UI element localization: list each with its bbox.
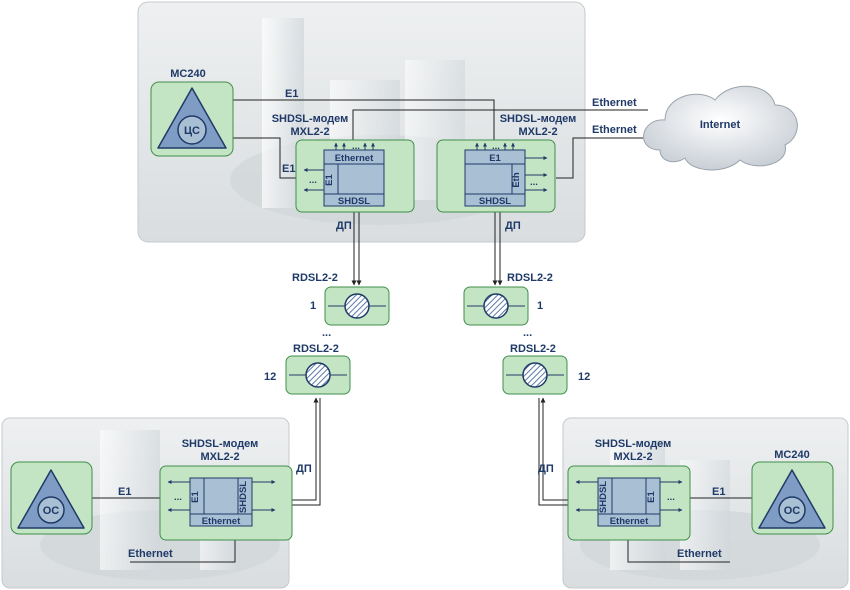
rdsl-label: RDSL2-2: [507, 272, 553, 284]
mc240-central-station: MC240 ЦС: [150, 68, 234, 157]
e1-line-label: E1: [712, 486, 725, 498]
rdsl-label: RDSL2-2: [293, 343, 339, 355]
shdsl-modem-remote-right: SHDSL-модем MXL2-2 Ethernet SHDSL E1 ...: [567, 438, 691, 541]
shdsl-port-label: SHDSL: [598, 481, 609, 513]
modem-label-line1: SHDSL-модем: [182, 438, 259, 450]
dots-label: ...: [523, 327, 532, 339]
modem-label-line1: SHDSL-модем: [595, 438, 672, 450]
e1-port-label: E1: [190, 490, 201, 502]
ethernet-port-label: Ethernet: [202, 516, 241, 527]
e1-line-label: E1: [282, 163, 295, 175]
regenerator-left-1: RDSL2-2 1: [292, 272, 390, 326]
modem-label-line1: SHDSL-модем: [272, 113, 349, 125]
regenerator-right-12: RDSL2-2 12: [502, 343, 590, 395]
dots-label: ...: [352, 141, 360, 152]
dp-label: ДП: [296, 463, 312, 475]
e1-line-label: E1: [285, 88, 298, 100]
dp-label: ДП: [336, 220, 352, 232]
shdsl-modem-central-right: SHDSL-модем MXL2-2 E1 SHDSL Eth ... ...: [436, 113, 577, 213]
regenerator-right-1: RDSL2-2 1: [463, 272, 553, 326]
rdsl-label: RDSL2-2: [510, 343, 556, 355]
modem-label-line2: MXL2-2: [200, 451, 239, 463]
internet-label: Internet: [700, 119, 741, 131]
regen-number: 1: [537, 300, 543, 312]
dots-label: ...: [667, 492, 675, 503]
dots-label: ...: [309, 175, 317, 186]
ethernet-line-label: Ethernet: [592, 124, 637, 136]
e1-line-label: E1: [118, 486, 131, 498]
modem-label-line2: MXL2-2: [290, 126, 329, 138]
e1-port-label: E1: [324, 173, 335, 185]
internet-cloud: Internet: [643, 85, 798, 171]
dots-label: ...: [530, 177, 538, 188]
mc240-remote-left: MC240 ОС: [10, 461, 93, 535]
cs-label: ЦС: [184, 125, 200, 137]
rdsl-label: RDSL2-2: [292, 272, 338, 284]
shdsl-modem-remote-left: SHDSL-модем MXL2-2 Ethernet E1 SHDSL ...: [159, 438, 293, 541]
dots-label: ...: [492, 141, 500, 152]
ethernet-line-label: Ethernet: [677, 548, 722, 560]
dots-label: ...: [322, 327, 331, 339]
connection-lines: [92, 99, 752, 563]
e1-port-label: E1: [646, 490, 657, 502]
dp-label: ДП: [538, 463, 554, 475]
regenerator-left-12: RDSL2-2 12: [264, 343, 351, 395]
mc240-label: MC240: [170, 68, 205, 80]
shdsl-port-label: SHDSL: [338, 196, 370, 207]
mc240-remote-right: MC240 ОС: [751, 449, 834, 535]
modem-label-line2: MXL2-2: [518, 126, 557, 138]
modem-label-line2: MXL2-2: [613, 451, 652, 463]
ethernet-port-label: Ethernet: [335, 153, 374, 164]
dp-label: ДП: [505, 220, 521, 232]
e1-port-label: E1: [489, 153, 501, 164]
shdsl-port-label: SHDSL: [238, 481, 249, 513]
regen-number: 12: [264, 371, 276, 383]
shdsl-port-label: SHDSL: [479, 196, 511, 207]
os-label: ОС: [43, 505, 60, 517]
ethernet-line-label: Ethernet: [592, 97, 637, 109]
os-label: ОС: [784, 505, 801, 517]
ethernet-line-label: Ethernet: [128, 548, 173, 560]
mc240-label: MC240: [774, 449, 809, 461]
ethernet-port-label: Ethernet: [610, 516, 649, 527]
regen-number: 12: [578, 371, 590, 383]
shdsl-modem-central-left: SHDSL-модем MXL2-2 Ethernet SHDSL E1 ...…: [272, 113, 415, 213]
modem-label-line1: SHDSL-модем: [500, 113, 577, 125]
eth-port-label: Eth: [511, 172, 522, 188]
dots-label: ...: [174, 492, 182, 503]
regen-number: 1: [310, 300, 316, 312]
